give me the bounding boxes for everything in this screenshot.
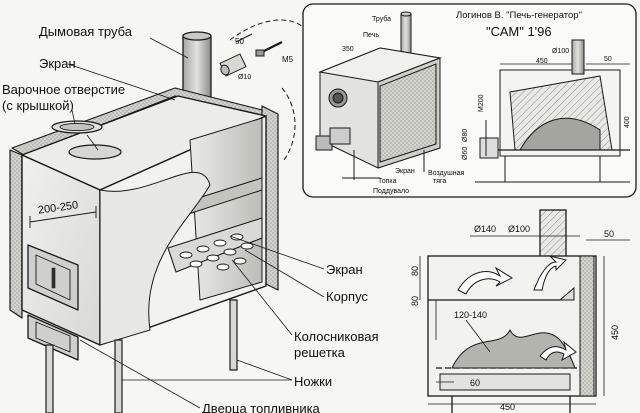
label-firebox-door: Дверца топливника — [202, 401, 320, 413]
inset-d100: Ø100 — [552, 48, 570, 55]
section-dim-450-right: 450 — [610, 324, 620, 340]
inset-dim-400: 400 — [624, 116, 631, 128]
inset-d80: Ø80 — [462, 128, 469, 142]
section-dim-50: 50 — [604, 229, 615, 239]
inset-section — [475, 39, 630, 183]
label-chimney: Дымовая труба — [39, 24, 133, 39]
firebox-door — [27, 244, 79, 361]
label-grate-cont: решетка — [294, 345, 345, 360]
inset-d60: Ø60 — [462, 146, 469, 160]
section-d100: Ø100 — [508, 224, 531, 234]
airflow-arrows — [457, 255, 577, 362]
inset-stove — [315, 11, 442, 180]
inset-author: Логинов В. "Печь-генератор" — [456, 10, 582, 21]
section-dim-120-140: 120-140 — [454, 310, 488, 320]
section-dim-80b: 80 — [410, 295, 420, 306]
main-stove — [9, 31, 279, 413]
section-dim-60: 60 — [470, 378, 481, 388]
inset-air-draft-cont: тяга — [433, 178, 447, 185]
inset-dim-350: 350 — [342, 46, 354, 53]
screen-panel — [9, 149, 23, 319]
bolt-nut: M5 — [282, 55, 294, 64]
label-grate: Колосниковая — [294, 329, 379, 344]
inset-screen: Экран — [395, 168, 415, 175]
label-cooking-hole-note: (с крышкой) — [2, 98, 74, 113]
label-body: Корпус — [326, 289, 368, 304]
label-screen-right: Экран — [326, 262, 363, 277]
inset-dim-450: 450 — [536, 58, 548, 65]
inset-dim-50: 50 — [604, 56, 612, 63]
leader-lines — [67, 37, 325, 409]
section-dim-80a: 80 — [410, 265, 420, 276]
inset-air-draft: Воздушная — [428, 170, 465, 177]
legs — [45, 299, 238, 413]
inset-firebox: Топка — [378, 178, 397, 185]
section-dim-450-bottom: 450 — [500, 402, 516, 412]
label-legs: Ножки — [294, 374, 333, 389]
bolt-detail — [219, 33, 283, 77]
bolt-dim-10: Ø10 — [238, 74, 252, 81]
cross-section — [427, 209, 597, 413]
section-d140: Ø140 — [474, 224, 497, 234]
inset-stove: Печь — [363, 32, 379, 39]
inset-model: "САМ" 1'96 — [486, 24, 552, 39]
label-cooking-hole: Варочное отверстие — [2, 82, 126, 97]
label-screen-top: Экран — [39, 56, 76, 71]
inset-pipe: Труба — [372, 16, 392, 23]
inset-ash-pan: Поддувало — [373, 188, 410, 195]
bolt-dim-50: 50 — [235, 37, 244, 46]
inset-m200: M200 — [478, 94, 485, 112]
